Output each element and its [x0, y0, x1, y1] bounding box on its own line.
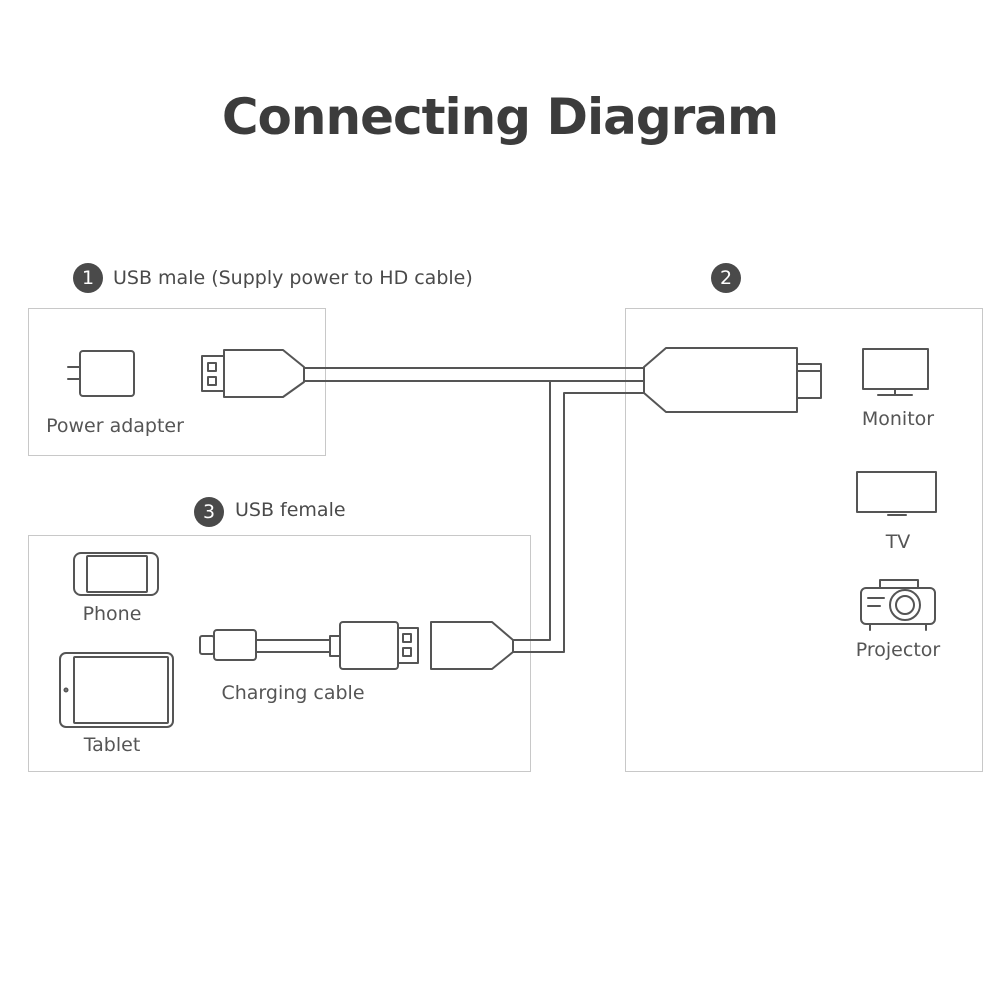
tablet-label: Tablet: [83, 734, 141, 756]
charging-cable-icon: [199, 621, 419, 670]
tv-label: TV: [885, 531, 911, 553]
tablet-icon: [59, 652, 174, 728]
power-adapter-label: Power adapter: [46, 415, 184, 437]
monitor-icon: [862, 348, 929, 396]
monitor-label: Monitor: [861, 408, 935, 430]
phone-icon: [73, 552, 159, 596]
usb-power-cable: [303, 367, 645, 382]
section-2-panel: [625, 308, 983, 772]
tv-icon: [856, 471, 937, 516]
section-3-panel: [28, 535, 531, 772]
power-adapter-icon: [67, 350, 135, 397]
section-2-badge: 2: [711, 263, 741, 293]
section-3-badge: 3: [194, 497, 224, 527]
projector-label: Projector: [855, 639, 941, 661]
section-3-label: USB female: [235, 499, 346, 521]
page-title: Connecting Diagram: [221, 88, 779, 146]
usb-female-cable: [512, 380, 645, 653]
usb-female-connector-icon: [430, 621, 514, 670]
projector-icon: [860, 579, 936, 631]
section-1-badge: 1: [73, 263, 103, 293]
phone-label: Phone: [82, 603, 142, 625]
charging-cable-label: Charging cable: [221, 682, 365, 704]
section-1-label: USB male (Supply power to HD cable): [113, 267, 473, 289]
hdmi-plug-icon: [643, 347, 822, 413]
usb-male-plug-icon: [201, 349, 305, 398]
